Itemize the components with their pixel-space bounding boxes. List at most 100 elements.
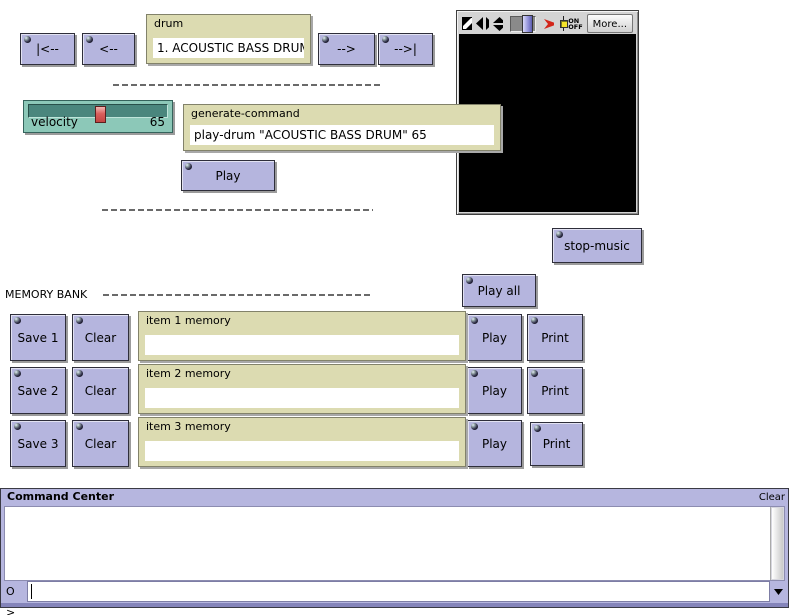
button-state-icon [76, 370, 83, 377]
memory-1-panel: item 1 memory [138, 311, 466, 361]
button-state-icon [466, 277, 473, 284]
clear-1-label: Clear [84, 330, 117, 345]
first-drum-label: |<-- [36, 42, 59, 56]
save-2-button[interactable]: Save 2 [10, 367, 66, 414]
command-input-row: O > [3, 581, 786, 615]
more-button[interactable]: More... [586, 14, 633, 33]
toolbar-slider[interactable] [509, 14, 536, 33]
play-memory-2-label: Play [481, 383, 508, 398]
stop-music-button[interactable]: stop-music [552, 228, 642, 263]
velocity-slider-track[interactable] [28, 104, 168, 123]
play-button[interactable]: Play [181, 160, 275, 191]
print-memory-1-label: Print [541, 330, 569, 345]
print-memory-3-label: Print [542, 437, 571, 451]
toolbar-slider-handle[interactable] [521, 14, 533, 33]
button-state-icon [76, 317, 83, 324]
button-state-icon [14, 423, 21, 430]
history-dropdown-button[interactable] [770, 581, 786, 602]
command-log-area[interactable] [4, 506, 785, 581]
button-state-icon [471, 370, 478, 377]
print-memory-2-button[interactable]: Print [527, 367, 583, 414]
save-1-label: Save 1 [17, 330, 59, 345]
clear-3-label: Clear [84, 436, 117, 451]
button-state-icon [86, 36, 93, 43]
button-state-icon [14, 370, 21, 377]
save-2-label: Save 2 [17, 383, 59, 398]
last-drum-label: -->| [394, 42, 417, 56]
memory-bank-title: MEMORY BANK [5, 288, 88, 301]
print-memory-2-label: Print [541, 383, 569, 398]
memory-2-field[interactable] [145, 388, 459, 408]
generate-command-field[interactable]: play-drum "ACOUSTIC BASS DRUM" 65 [190, 125, 494, 145]
red-arrow-icon[interactable] [543, 18, 555, 30]
toggle-icon [560, 16, 569, 31]
drum-value-field[interactable]: 1. ACOUSTIC BASS DRUM [153, 38, 304, 58]
command-input[interactable] [27, 581, 770, 602]
prev-drum-label: <-- [99, 42, 118, 56]
button-state-icon [471, 423, 478, 430]
button-state-icon [556, 231, 563, 238]
memory-1-field[interactable] [145, 335, 459, 355]
last-drum-button[interactable]: -->| [378, 33, 433, 65]
play-memory-1-button[interactable]: Play [467, 314, 522, 361]
play-all-button[interactable]: Play all [462, 274, 536, 307]
memory-3-label: item 3 memory [146, 420, 231, 433]
display-toolbar: ON OFF More... [459, 13, 636, 34]
clear-3-button[interactable]: Clear [72, 420, 129, 467]
print-memory-3-button[interactable]: Print [530, 422, 583, 466]
display-window: ON OFF More... [456, 10, 639, 215]
first-drum-button[interactable]: |<-- [20, 33, 75, 65]
velocity-slider[interactable]: velocity 65 [23, 100, 173, 133]
play-memory-3-label: Play [481, 436, 508, 451]
print-memory-1-button[interactable]: Print [527, 314, 583, 361]
save-3-button[interactable]: Save 3 [10, 420, 66, 467]
velocity-value: 65 [149, 115, 165, 129]
memory-2-panel: item 2 memory [138, 364, 466, 414]
more-button-label: More... [592, 18, 627, 30]
velocity-slider-handle[interactable] [95, 106, 106, 123]
button-state-icon [382, 36, 389, 43]
save-3-label: Save 3 [17, 436, 59, 451]
drum-panel: drum 1. ACOUSTIC BASS DRUM [146, 14, 311, 64]
horizontal-arrows-icon[interactable] [475, 17, 489, 30]
log-scrollbar-thumb[interactable] [772, 508, 783, 579]
button-state-icon [14, 317, 21, 324]
stop-music-label: stop-music [564, 238, 630, 253]
text-caret [31, 584, 32, 599]
command-center-bottom-bar [1, 603, 788, 607]
clear-1-button[interactable]: Clear [72, 314, 129, 361]
button-state-icon [185, 163, 192, 170]
generate-command-panel: generate-command play-drum "ACOUSTIC BAS… [183, 104, 501, 151]
contrast-icon[interactable] [462, 17, 472, 30]
memory-3-panel: item 3 memory [138, 417, 466, 467]
prev-drum-button[interactable]: <-- [82, 33, 135, 65]
on-off-toggle[interactable]: ON OFF [560, 16, 583, 31]
play-memory-1-label: Play [481, 330, 508, 345]
next-drum-button[interactable]: --> [318, 33, 375, 65]
generate-command-label: generate-command [191, 107, 300, 120]
memory-3-field[interactable] [145, 441, 459, 461]
vertical-arrows-icon[interactable] [492, 16, 503, 31]
play-memory-2-button[interactable]: Play [467, 367, 522, 414]
on-off-label: ON OFF [568, 16, 583, 31]
save-1-button[interactable]: Save 1 [10, 314, 66, 361]
play-memory-3-button[interactable]: Play [467, 420, 522, 467]
next-drum-label: --> [337, 42, 356, 56]
button-state-icon [471, 317, 478, 324]
clear-2-label: Clear [84, 383, 117, 398]
button-state-icon [534, 425, 541, 432]
dropdown-triangle-icon [773, 588, 783, 595]
drum-panel-label: drum [154, 17, 184, 30]
command-center: Command Center Clear O > [0, 488, 789, 615]
button-state-icon [531, 317, 538, 324]
separator-line [113, 84, 383, 86]
command-center-title: Command Center [7, 490, 115, 503]
clear-2-button[interactable]: Clear [72, 367, 129, 414]
command-center-clear-button[interactable]: Clear [758, 492, 785, 503]
command-prompt: O > [6, 585, 16, 615]
separator-line [103, 294, 373, 296]
log-scrollbar[interactable] [770, 507, 784, 580]
play-button-label: Play [215, 168, 241, 183]
memory-1-label: item 1 memory [146, 314, 231, 327]
